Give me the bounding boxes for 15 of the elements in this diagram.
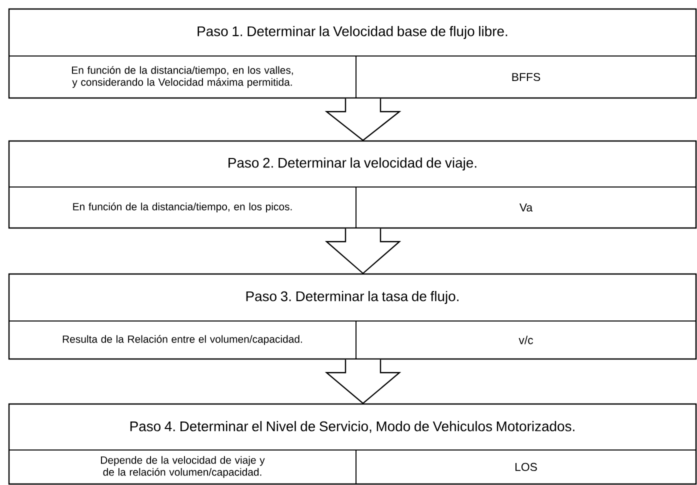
block-arrow	[324, 98, 402, 142]
description-cell: En función de la distancia/tiempo, en los picos.	[8, 186, 356, 228]
variable-cell: BFFS	[356, 56, 696, 98]
step-header: Paso 2. Determinar la velocidad de viaje.	[8, 140, 696, 188]
step-header: Paso 4. Determinar el Nivel de Servicio, Modo de Vehiculos Motorizados.	[8, 404, 696, 450]
description-cell: Depende de la velocidad de viaje y de la relación volumen/capacidad.	[8, 450, 356, 484]
description-cell: Resulta de la Relación entre el volumen/capacidad.	[8, 320, 356, 360]
block-arrow	[324, 359, 402, 404]
variable-cell: Va	[356, 186, 696, 228]
step-header: Paso 3. Determinar la tasa de flujo.	[8, 274, 696, 322]
step-header: Paso 1. Determinar la Velocidad base de flujo libre.	[8, 8, 696, 56]
block-arrow	[324, 228, 402, 274]
description-cell: En función de la distancia/tiempo, en los valles, y considerando la Velocidad máxima permitida.	[8, 56, 356, 98]
variable-cell: LOS	[356, 450, 696, 484]
variable-cell: v/c	[356, 320, 696, 360]
